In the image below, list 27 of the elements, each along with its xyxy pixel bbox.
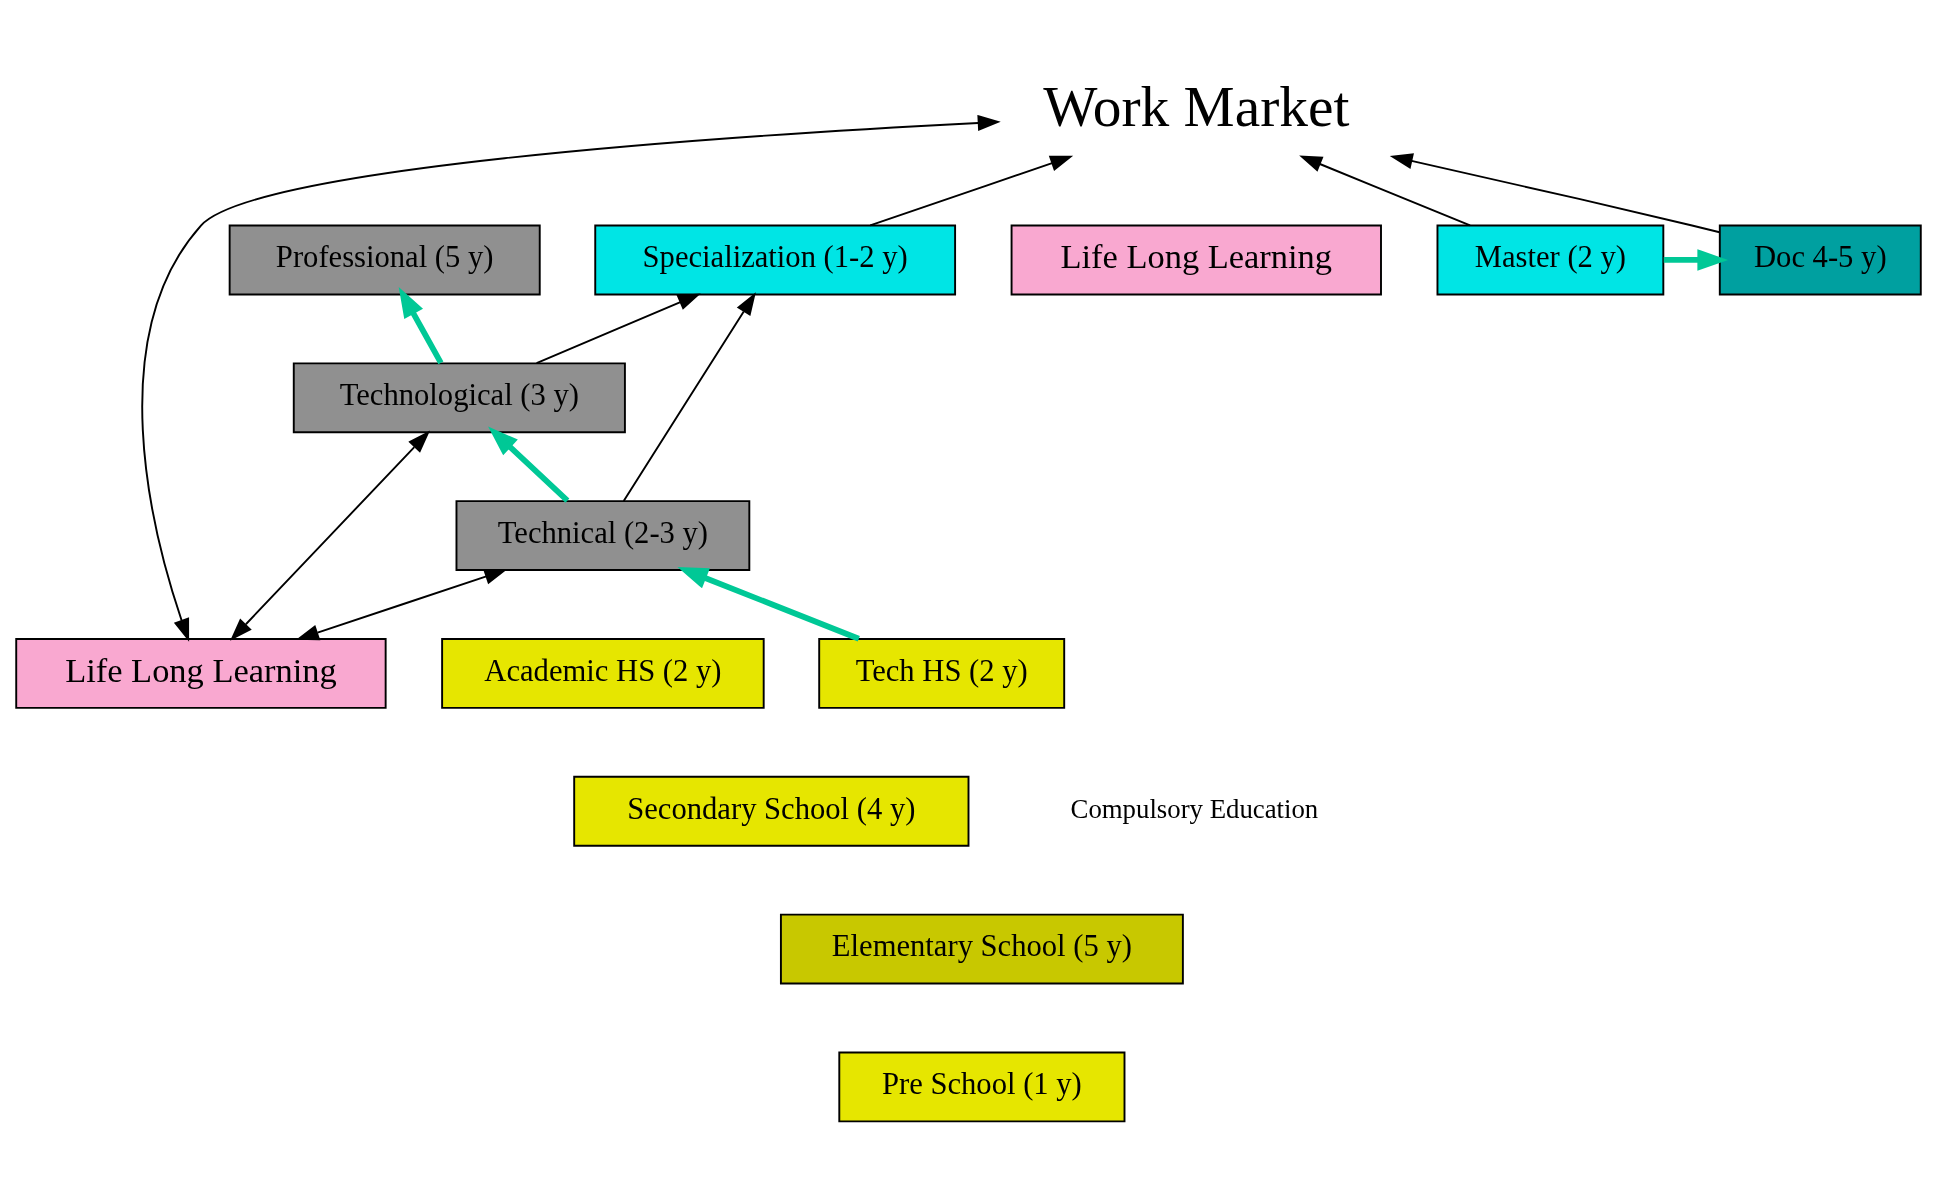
arrow — [296, 568, 508, 640]
node-box: Tech HS (2 y) — [818, 637, 1066, 709]
arrow — [488, 426, 570, 503]
node-box: Elementary School (5 y) — [779, 913, 1184, 984]
arrow — [1663, 248, 1729, 271]
label: Compulsory Education — [1070, 793, 1319, 824]
node-box: Technical (2-3 y) — [455, 499, 751, 571]
node-box: Life Long Learning — [15, 637, 387, 709]
arrow — [230, 430, 431, 641]
node-box: Technological (3 y) — [292, 361, 626, 433]
node-text: Work Market — [1043, 74, 1350, 138]
node-box: Life Long Learning — [1010, 224, 1382, 295]
node-box: Master (2 y) — [1436, 224, 1665, 295]
node-box: Professional (5 y) — [228, 224, 541, 295]
node-box: Specialization (1-2 y) — [594, 224, 957, 295]
arrow — [677, 566, 860, 641]
node-box: Pre School (1 y) — [838, 1050, 1126, 1122]
arrow — [398, 286, 444, 364]
arrow — [1389, 152, 1721, 233]
arrow — [869, 155, 1074, 226]
arrow — [141, 114, 1001, 642]
arrow — [535, 292, 701, 364]
node-box: Doc 4-5 y) — [1718, 224, 1922, 295]
arrow — [622, 291, 756, 502]
node-box: Secondary School (4 y) — [573, 775, 970, 847]
node-box: Academic HS (2 y) — [441, 637, 765, 709]
arrow — [1299, 155, 1471, 226]
